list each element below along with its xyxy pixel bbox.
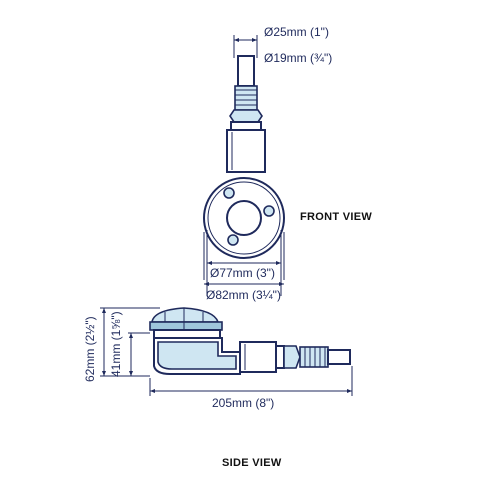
side-view-drawing: 62mm (2½") 41mm (1⅝") bbox=[83, 307, 353, 469]
outer-tube-diameter-label: Ø25mm (1") bbox=[264, 25, 329, 39]
dim-body-height: 41mm (1⅝") bbox=[109, 311, 150, 377]
front-view-label: FRONT VIEW bbox=[300, 211, 372, 223]
dim-total-height: 62mm (2½") bbox=[83, 307, 160, 382]
dim-outer-tube: Ø25mm (1") bbox=[233, 25, 329, 58]
outer-body-diameter-label: Ø82mm (3¼") bbox=[206, 288, 281, 302]
side-drain-cover bbox=[149, 307, 223, 331]
front-drain-body bbox=[203, 177, 285, 259]
total-height-label: 62mm (2½") bbox=[83, 316, 97, 382]
side-outlet-coupling bbox=[239, 341, 351, 373]
front-hose-connector bbox=[226, 55, 266, 173]
inner-tube-diameter-label: Ø19mm (¾") bbox=[264, 51, 332, 65]
front-view-drawing: Ø25mm (1") Ø19mm (¾") bbox=[203, 25, 372, 302]
dim-total-length: 205mm (8") bbox=[149, 366, 353, 410]
dim-body: Ø77mm (3") Ø82mm (3¼") bbox=[203, 230, 285, 302]
side-view-label: SIDE VIEW bbox=[222, 457, 282, 469]
body-height-label: 41mm (1⅝") bbox=[109, 311, 123, 377]
inner-body-diameter-label: Ø77mm (3") bbox=[210, 266, 275, 280]
total-length-label: 205mm (8") bbox=[212, 396, 274, 410]
side-drain-housing bbox=[153, 329, 241, 375]
